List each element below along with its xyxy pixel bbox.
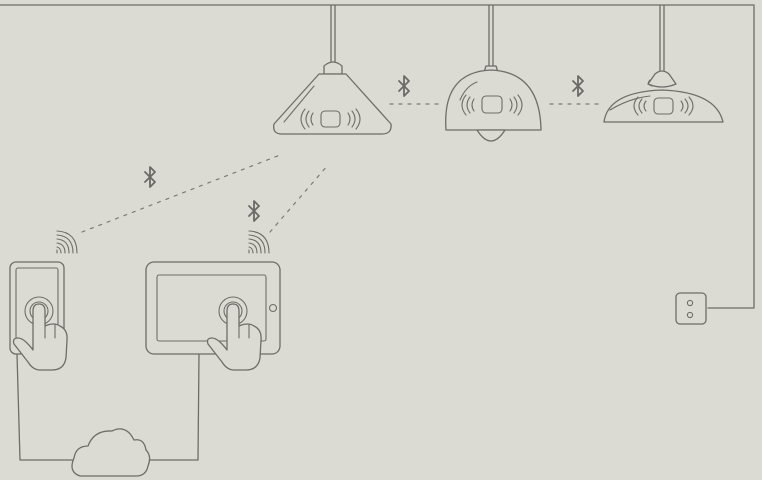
pendant-lamp-icon <box>604 71 723 122</box>
bluetooth-link-devices <box>82 155 328 232</box>
bluetooth-icon <box>249 201 259 221</box>
bluetooth-icon <box>399 76 409 96</box>
bluetooth-icon <box>573 76 583 96</box>
dome-lamp-icon <box>446 66 541 141</box>
bluetooth-icon <box>145 167 155 187</box>
wall-socket-icon <box>676 293 706 324</box>
ceiling-wiring <box>0 5 754 308</box>
wireless-signal-icon <box>249 231 269 253</box>
cloud-icon <box>72 429 150 476</box>
wireless-signal-icon <box>57 231 77 253</box>
pendant-lamp-icon <box>274 62 391 134</box>
